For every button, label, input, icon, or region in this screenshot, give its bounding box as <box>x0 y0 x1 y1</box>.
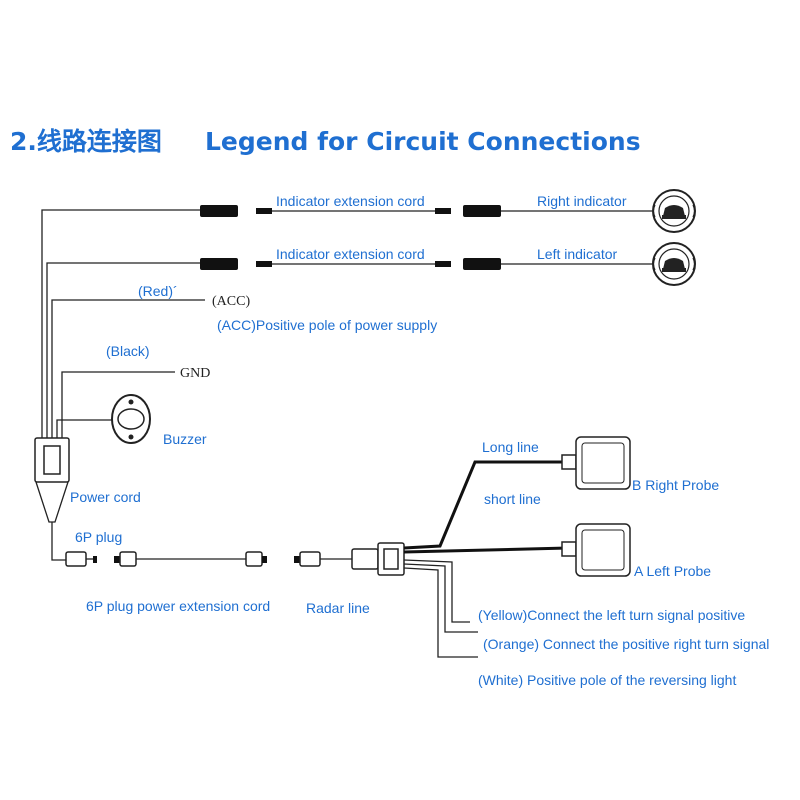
plug-connector <box>463 258 501 270</box>
label-left-indicator: Left indicator <box>537 246 617 262</box>
left-indicator-line: Indicator extension cord Left indicator <box>200 242 696 286</box>
label-buzzer: Buzzer <box>163 431 207 447</box>
label-power-cord: Power cord <box>70 489 141 505</box>
label-acc-description: (ACC)Positive pole of power supply <box>217 317 437 333</box>
label-indicator-extension-cord-2: Indicator extension cord <box>276 246 425 262</box>
label-right-indicator: Right indicator <box>537 193 627 209</box>
label-short-line: short line <box>484 491 541 507</box>
label-acc: (ACC) <box>212 294 250 309</box>
label-a-left-probe: A Left Probe <box>634 563 711 579</box>
trunk-wires <box>41 209 205 440</box>
plug-pin <box>256 261 272 267</box>
right-indicator-line: Indicator extension cord Right indicator <box>200 189 696 233</box>
left-indicator-lamp-icon <box>652 242 696 286</box>
right-indicator-lamp-icon <box>652 189 696 233</box>
label-yellow-wire: (Yellow)Connect the left turn signal pos… <box>478 607 745 623</box>
label-6p-plug: 6P plug <box>75 529 122 545</box>
radar-line <box>294 542 405 576</box>
b-right-probe-icon <box>561 436 631 490</box>
plug-connector <box>200 258 238 270</box>
plug-pin <box>256 208 272 214</box>
a-left-probe-icon <box>561 523 631 577</box>
six-pin-plug <box>65 551 97 567</box>
plug-connector <box>200 205 238 217</box>
label-black: (Black) <box>106 343 150 359</box>
label-b-right-probe: B Right Probe <box>632 477 719 493</box>
label-gnd: GND <box>180 366 210 381</box>
label-orange-wire: (Orange) Connect the positive right turn… <box>483 636 769 652</box>
title-en: Legend for Circuit Connections <box>205 127 641 156</box>
plug-connector <box>463 205 501 217</box>
power-cord-block <box>34 437 70 561</box>
probe-wires <box>403 460 569 658</box>
buzzer-icon <box>111 394 151 444</box>
label-white-wire: (White) Positive pole of the reversing l… <box>478 672 736 688</box>
label-red: (Red)´ <box>138 283 178 299</box>
label-6p-extension-cord: 6P plug power extension cord <box>86 598 270 614</box>
six-pin-extension-cord <box>114 551 267 567</box>
label-radar-line: Radar line <box>306 600 370 616</box>
plug-pin <box>435 208 451 214</box>
title-cn: 2.线路连接图 <box>10 127 162 156</box>
plug-pin <box>435 261 451 267</box>
label-indicator-extension-cord: Indicator extension cord <box>276 193 425 209</box>
label-long-line: Long line <box>482 439 539 455</box>
